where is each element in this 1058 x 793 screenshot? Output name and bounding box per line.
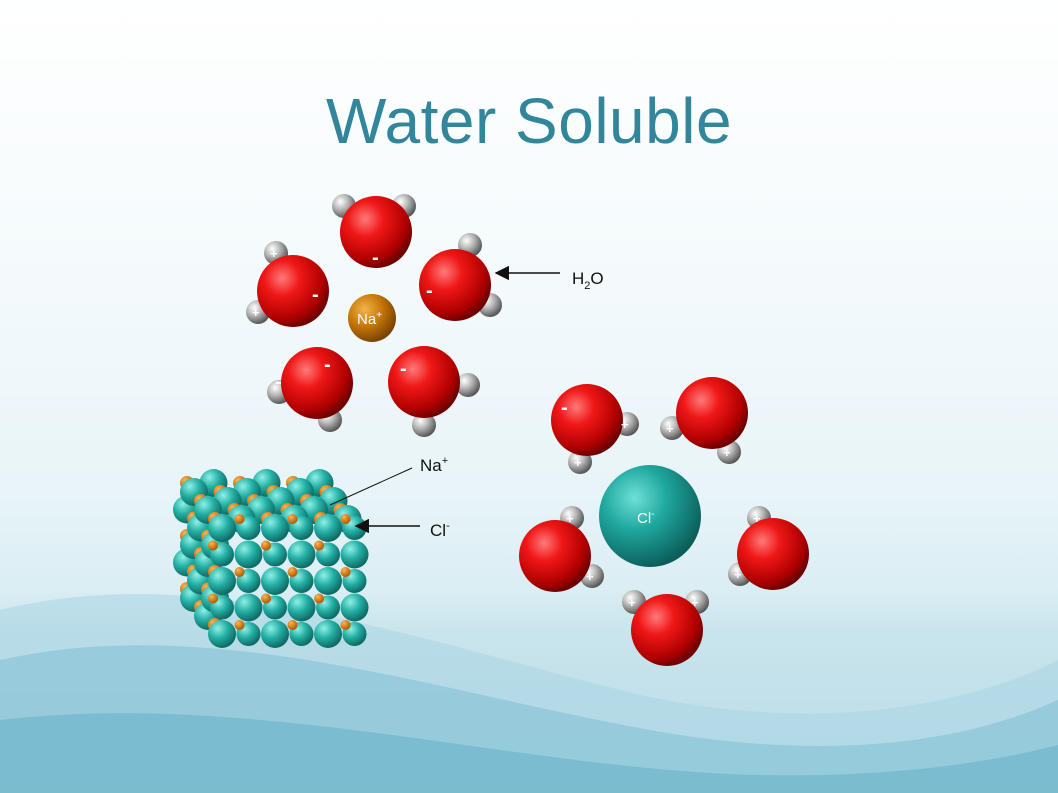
lattice-chloride [287,593,316,622]
lattice-chloride-label: Cl- [430,520,450,540]
svg-text:+: + [252,305,260,320]
oxygen-atoms [257,196,491,419]
lattice-sodium-label: Na+ [420,455,448,475]
lattice-sodium [261,540,271,551]
svg-text:+: + [566,511,574,526]
lattice-chloride [340,593,369,622]
svg-text:-: - [400,358,407,380]
sodium-ion: Na+ [348,294,396,342]
lattice-sodium [234,567,245,577]
svg-text:-: - [372,247,379,269]
slide-title: Water Soluble [325,85,733,157]
oxygen-atoms-cl [519,377,809,666]
lattice-sodium [234,514,245,524]
nacl-crystal-lattice [173,469,369,648]
svg-text:+: + [691,595,699,610]
lattice-sodium [208,593,218,604]
negative-charges-cl: - [561,397,568,419]
svg-text:Na+: Na+ [357,310,382,328]
wave-decoration [0,594,1058,793]
water-label-group: H2O [494,265,604,292]
svg-text:-: - [561,397,568,419]
svg-text:+: + [586,569,594,584]
svg-text:Cl-: Cl- [637,509,655,527]
chloride-hydration-shell: + + + + + + + + + + - Cl- [519,377,809,666]
lattice-sodium [208,540,218,551]
lattice-chloride [314,567,342,595]
lattice-sodium [287,620,298,630]
lattice-sodium [261,593,271,604]
svg-text:+: + [723,445,731,460]
lattice-chloride [261,514,289,542]
svg-text:-: - [312,284,319,306]
svg-text:+: + [621,417,629,432]
lattice-chloride [340,540,369,569]
lattice-chloride [208,567,236,595]
lattice-chloride [261,567,289,595]
svg-text:+: + [753,511,761,526]
negative-charges: - - - - - - [275,247,433,393]
lattice-chloride [314,514,342,542]
lattice-chloride [261,620,289,648]
sodium-hydration-shell: + + - - - - - - Na+ [246,194,502,437]
svg-text:+: + [628,595,636,610]
svg-text:+: + [574,455,582,470]
positive-charges-cl: + + + + + + + + + + [566,417,761,610]
svg-text:+: + [270,246,278,261]
chloride-ion: Cl- [599,465,701,567]
lattice-sodium [287,514,298,524]
lattice-chloride [234,593,263,622]
svg-text:-: - [426,280,433,302]
lattice-sodium [340,567,351,577]
svg-text:+: + [666,421,674,436]
chloride-ion-label: Cl [637,510,651,527]
lattice-sodium [340,514,351,524]
svg-text:-: - [275,371,282,393]
lattice-sodium [287,567,298,577]
lattice-chloride [314,620,342,648]
lattice-sodium [314,540,324,551]
lattice-sodium [234,620,245,630]
lattice-chloride [234,540,263,569]
lattice-labels: Na+ Cl- [329,455,450,540]
svg-text:-: - [324,354,331,376]
lattice-sodium [340,620,351,630]
positive-charges: + + [252,246,278,320]
water-label: H2O [572,269,604,292]
svg-text:+: + [734,567,742,582]
lattice-chloride [287,540,316,569]
sodium-ion-label: Na [357,311,377,328]
lattice-chloride [208,514,236,542]
lattice-chloride [208,620,236,648]
lattice-sodium [314,593,324,604]
